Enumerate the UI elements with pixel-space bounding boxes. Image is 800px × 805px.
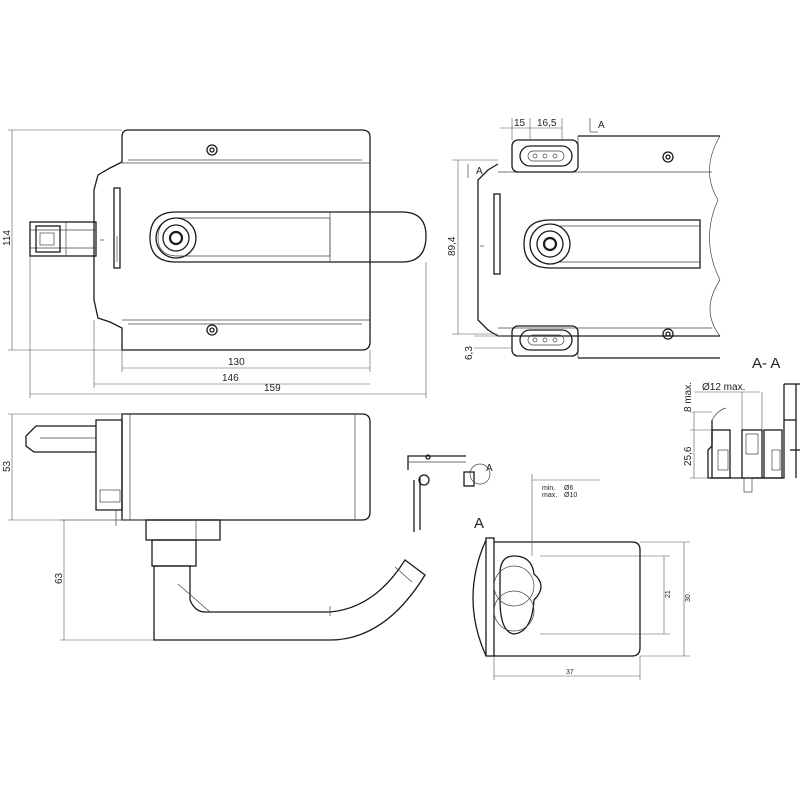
detail-min: min. [542,485,555,492]
detail-37: 37 [566,669,574,676]
section-title: A- A [752,355,780,372]
dim-6-3: 6,3 [464,346,475,360]
side-view: 53 63 [2,413,426,641]
front-view: 114 130 146 159 [2,129,427,398]
top-right-view: 15 16,5 A A 89,4 6,3 [447,118,721,360]
detail-d6: Ø6 [564,485,573,492]
section-a-a-view: A- A Ø12 max. 8 max. 25,6 [683,355,800,493]
detail-callout-a: A [486,463,493,474]
dim-159: 159 [264,383,281,394]
section-8max: 8 max. [683,382,694,412]
detail-21: 21 [665,590,672,598]
dim-63: 63 [54,572,65,584]
dim-114: 114 [2,230,13,246]
section-marker-a-top: A [598,120,605,131]
section-marker-a-left: A [476,166,483,177]
detail-a-view: A min. Ø6 max. Ø10 21 30 37 [472,474,692,680]
dim-16-5: 16,5 [537,118,557,129]
detail-30: 30 [685,594,692,602]
detail-d10: Ø10 [564,492,577,499]
section-25-6: 25,6 [683,446,694,466]
dim-15: 15 [514,118,526,129]
dim-146: 146 [222,373,239,384]
dim-53: 53 [2,460,13,472]
section-12max: Ø12 max. [702,382,745,393]
dim-130: 130 [228,357,245,368]
dim-89-4: 89,4 [447,236,458,256]
detail-title-a: A [474,515,484,532]
callout-view: A [407,454,493,532]
detail-max: max. [542,492,557,499]
